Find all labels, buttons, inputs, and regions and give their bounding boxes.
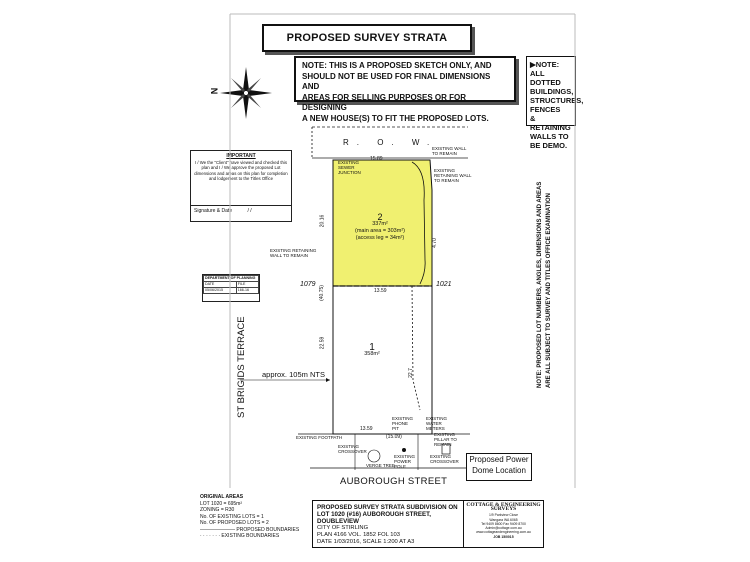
label-retaining-left: EXISTING RETAINING WALL TO REMAIN	[270, 248, 317, 258]
lot-1-number: 1	[369, 342, 375, 353]
access-leg-line	[411, 161, 426, 285]
label-footpath: EXISTING FOOTPATH	[296, 435, 343, 440]
client-approval-box: IMPORTANT I / We the "Client" have viewe…	[190, 150, 292, 222]
power-dome-marker-icon	[441, 443, 451, 455]
power-dome-line: Dome Location	[472, 466, 526, 475]
label-water-meters: EXISTING WATER METERS	[426, 416, 448, 431]
lot-2-access-area: (access leg = 34m²)	[355, 235, 405, 241]
dim-bottom-2: (15.09)	[386, 434, 402, 440]
dim-right-lower: 22.7	[407, 368, 414, 378]
dept-file-value: 166-16	[235, 287, 260, 294]
legend-header: ORIGINAL AREAS	[200, 494, 244, 500]
label-retaining-right: EXISTING RETAINING WALL TO REMAIN	[434, 168, 472, 183]
label-existing-sewer: EXISTING SEWER JUNCTION	[338, 160, 361, 175]
company-line: 1/9 Parkview Close	[488, 513, 519, 518]
lot-2-number: 2	[377, 212, 383, 222]
note-line: WALLS TO	[530, 132, 569, 141]
dim-mid: 13.59	[374, 288, 387, 294]
label-crossover-left: EXISTING CROSSOVER	[338, 444, 367, 454]
lot-numbers-note: NOTE: PROPOSED LOT NUMBERS, ANGLES, DIME…	[537, 182, 557, 388]
label-phone-pit: EXISTING PHONE PIT	[392, 416, 414, 431]
fence-line	[411, 285, 421, 411]
signature-label: Signature & Date	[194, 208, 233, 214]
company-line: Admin@cottage.com.au	[485, 526, 522, 531]
tb-line-3: CITY OF STIRLING	[317, 525, 369, 531]
title-block-details: PROPOSED SURVEY STRATA SUBDIVISION ON LO…	[313, 501, 463, 547]
note-line: A NEW HOUSE(S) TO FIT THE PROPOSED LOTS.	[302, 113, 489, 123]
sketch-disclaimer-note: NOTE: THIS IS A PROPOSED SKETCH ONLY, AN…	[294, 56, 516, 123]
note-line: NOTE: THIS IS A PROPOSED SKETCH ONLY, AN…	[302, 61, 492, 70]
tb-line-2: LOT 1020 (#16) AUBOROUGH STREET, DOUBLEV…	[317, 511, 431, 525]
signature-field: Signature & Date / /	[190, 205, 292, 221]
dim-bottom: 13.59	[360, 426, 373, 432]
lot-2-area	[332, 159, 433, 287]
legend-line: ZONING = R30	[200, 507, 235, 513]
power-pole-icon	[402, 448, 406, 452]
dim-left-tiny: (40.75)	[318, 285, 325, 301]
company-line: Wangara WA 6065	[489, 517, 518, 522]
signature-date-slashes: / /	[247, 208, 252, 214]
title-block: PROPOSED SURVEY STRATA SUBDIVISION ON LO…	[312, 500, 544, 548]
neighbour-lot-left: 1079	[300, 281, 316, 288]
power-dome-callout: Proposed Power Dome Location	[466, 453, 532, 481]
dim-left-lower: 22.59	[319, 336, 326, 350]
plan-title: PROPOSED SURVEY STRATA SUBDIVISION	[262, 24, 472, 68]
label-power-pole: EXISTING POWER POLE	[394, 454, 416, 469]
note-line: NOTE: PROPOSED LOT NUMBERS, ANGLES, DIME…	[537, 181, 543, 388]
verge-tree-icon	[367, 449, 381, 463]
legend-line: No. OF EXISTING LOTS = 1	[200, 513, 264, 520]
label-verge-tree: VERGE TREE	[366, 463, 395, 468]
tb-line-5: DATE 1/03/2016, SCALE 1:200 AT A3	[317, 539, 415, 545]
legend-line: · · · · · · · EXISTING BOUNDARIES	[200, 533, 280, 539]
lot-2-area-value: 337m²	[372, 221, 388, 227]
approval-text: I / We the "Client" have viewed and chec…	[194, 159, 288, 182]
note-line: ▶NOTE:	[530, 60, 560, 69]
power-dome-line: Proposed Power	[469, 455, 529, 464]
note-line: ARE ALL SUBJECT TO SURVEY AND TITLES OFF…	[546, 192, 552, 388]
note-line: BUILDINGS,	[530, 87, 574, 96]
arrow-head-icon	[326, 378, 330, 382]
note-line: FENCES	[530, 105, 561, 114]
legend-line: No. OF PROPOSED LOTS = 2	[200, 520, 269, 526]
note-line: AREAS FOR SELLING PURPOSES OR FOR DESIGN…	[302, 92, 467, 113]
label-wall-remain: EXISTING WALL TO REMAIN	[432, 146, 467, 156]
note-line: & RETAINING	[530, 114, 571, 132]
title-block-company: COTTAGE & ENGINEERING SURVEYS 1/9 Parkvi…	[463, 501, 543, 547]
lot-1-boundary	[332, 285, 433, 435]
legend-line: LOT 1020 = 695m²	[200, 500, 243, 507]
note-line: ALL DOTTED	[530, 69, 561, 87]
label-crossover-right: EXISTING CROSSOVER	[430, 454, 459, 464]
note-flag-icon: ▶	[530, 60, 536, 69]
note-line: STRUCTURES,	[530, 96, 584, 105]
company-line: www.cottageandengineering.com.au	[476, 530, 531, 535]
row-label: R. O. W.	[343, 138, 438, 147]
lot-1-area-value: 358m²	[364, 351, 380, 357]
lot-1-label: 1 358m²	[352, 342, 392, 358]
company-line: Tel 9409 8600 Fax 9409 8700	[481, 521, 526, 526]
dim-right-upper: 4.70	[431, 238, 438, 248]
job-number: JOB 15/0015	[493, 535, 514, 540]
approx-distance-label: approx. 105m NTS	[262, 370, 325, 379]
lot-2-label: 2 337m² (main area = 303m²) (access leg …	[350, 212, 410, 242]
st-brigids-terrace-label: ST BRIGIDS TERRACE	[236, 316, 247, 418]
tb-line-4: PLAN 4166 VOL. 1852 FOL 103	[317, 532, 400, 538]
company-logo: COTTAGE & ENGINEERING SURVEYS	[466, 502, 541, 513]
label-pillar: EXISTING PILLAR TO REMAIN	[434, 432, 457, 447]
note-line: BE DEMO.	[530, 141, 568, 150]
note-line: SHOULD NOT BE USED FOR FINAL DIMENSIONS …	[302, 71, 491, 92]
approval-header: IMPORTANT	[226, 153, 256, 159]
compass-rose-icon	[220, 67, 272, 119]
auborough-street-label: AUBOROUGH STREET	[340, 476, 448, 487]
lot-2-main-area: (main area = 303m²)	[355, 228, 405, 234]
dim-top: 15.89	[370, 156, 383, 162]
neighbour-lot-right: 1021	[436, 281, 452, 288]
tb-line-1: PROPOSED SURVEY STRATA SUBDIVISION ON	[317, 504, 458, 511]
dim-left-upper: 20.16	[319, 214, 326, 228]
legend-line: ——————— PROPOSED BOUNDARIES	[200, 526, 300, 533]
